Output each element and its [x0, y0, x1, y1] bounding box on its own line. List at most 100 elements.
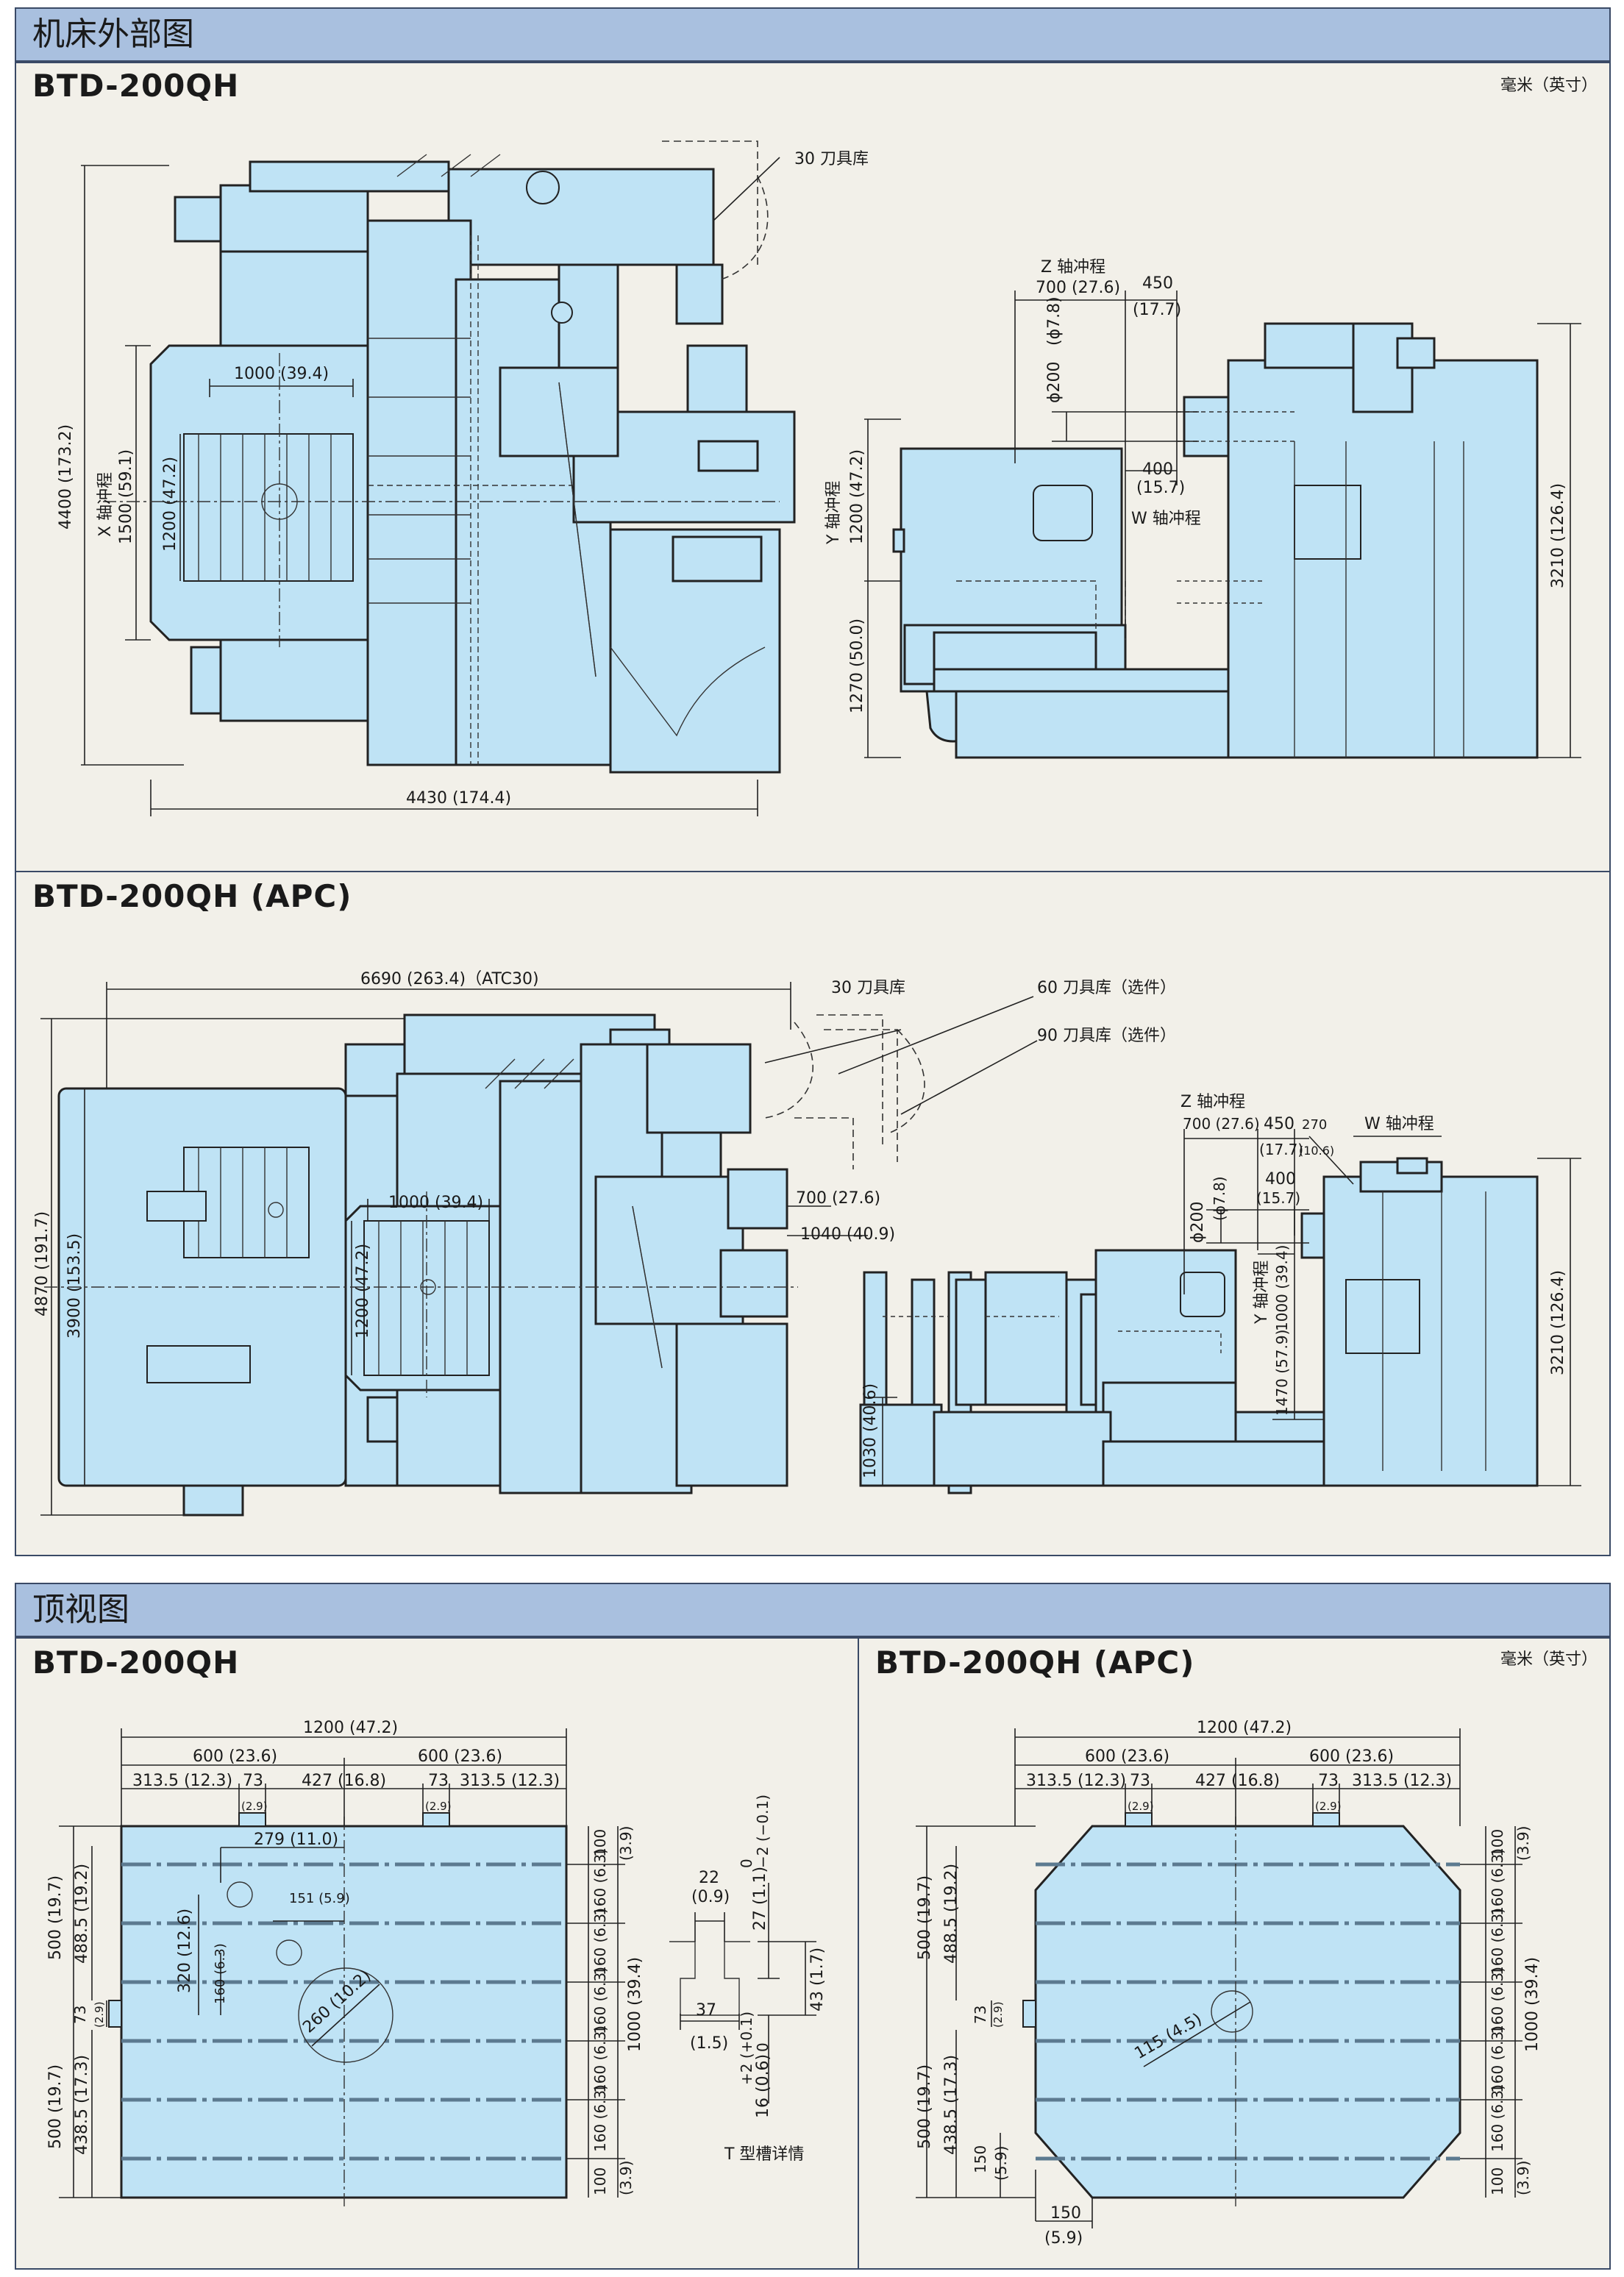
- apc-d450-inch: (17.7): [1259, 1141, 1303, 1158]
- apc-w400-inch: (15.7): [1256, 1189, 1300, 1207]
- top-w427: 427 (16.8): [302, 1772, 386, 1790]
- top-h73: 73: [71, 2006, 89, 2024]
- tslot-w37: 37: [696, 2001, 716, 2020]
- apc-height-inner: 3900 (153.5): [65, 1233, 84, 1339]
- section-title: 顶视图: [32, 1591, 129, 1628]
- apc-w400: 400: [1265, 1170, 1296, 1189]
- x-stroke-label: X 轴冲程: [96, 472, 115, 537]
- x-stroke-value: 1500 (59.1): [117, 449, 135, 544]
- apc-length-total: 6690 (263.4)（ATC30): [360, 970, 539, 988]
- apc-top-b59: (5.9): [1044, 2229, 1083, 2248]
- tslot-tol-bot-a: +2 (+0.1): [738, 2011, 755, 2085]
- apc-front-view-machine: [57, 1013, 925, 1517]
- phi200-inch: (ϕ7.8): [1045, 296, 1064, 346]
- z-stroke-label: Z 轴冲程: [1041, 258, 1105, 277]
- top-r160: 160 (6.3): [591, 1967, 609, 2034]
- d450-label: 450: [1142, 274, 1173, 293]
- apc-top-h500-t: 500 (19.7): [916, 1875, 934, 1960]
- apc-top-r100-t: 100: [1489, 1829, 1506, 1857]
- apc-top-w600-r: 600 (23.6): [1309, 1747, 1394, 1766]
- phi200-label: ϕ200: [1045, 361, 1064, 403]
- top-w73-l: 73: [243, 1772, 263, 1790]
- apc-y-stroke-label: Y 轴冲程: [1253, 1261, 1271, 1325]
- tslot-w22-inch: (0.9): [691, 1888, 730, 1906]
- front-view-dimensions: [81, 157, 780, 816]
- top-h488: 488.5 (19.2): [73, 1864, 91, 1964]
- apc-d1470: 1470 (57.9): [1273, 1330, 1291, 1416]
- apc-atc30: 30 刀具库: [831, 979, 905, 997]
- apc-top-r39-b: (3.9): [1514, 2161, 1532, 2195]
- side-view-machine: [892, 322, 1539, 759]
- top-view-table: [108, 1812, 568, 2206]
- top-view-dimensions: [59, 1728, 625, 2198]
- tslot-w37-inch: (1.5): [690, 2034, 728, 2053]
- top-d151: 151 (5.9): [289, 1891, 350, 1906]
- top-in29-l: (2.9): [241, 1800, 268, 1813]
- apc-top-in29-l: (2.9): [1128, 1800, 1154, 1813]
- model-title-top-apc: BTD-200QH (APC): [875, 1644, 1195, 1681]
- top-d279: 279 (11.0): [254, 1831, 338, 1849]
- top-r160: 160 (6.3): [591, 1908, 609, 1975]
- apc-top-w427: 427 (16.8): [1195, 1772, 1280, 1790]
- unit-note: 毫米（英寸）: [1500, 76, 1598, 95]
- section-header-exterior: 机床外部图: [15, 7, 1611, 62]
- apc-y-stroke-value: 1000 (39.4): [1273, 1245, 1291, 1331]
- tslot-d43: 43 (1.7): [808, 1948, 827, 2011]
- apc-top-w73-l: 73: [1130, 1772, 1150, 1790]
- table-width-label: 1000 (39.4): [234, 365, 329, 383]
- apc-top-h59: (5.9): [992, 2146, 1010, 2181]
- atc-label: 30 刀具库: [794, 150, 869, 168]
- apc-top-w600-l: 600 (23.6): [1085, 1747, 1169, 1766]
- apc-d1040: 1040 (40.9): [800, 1225, 895, 1244]
- table-depth-label: 1200 (47.2): [161, 457, 179, 552]
- apc-table-depth: 1200 (47.2): [354, 1244, 372, 1339]
- top-r100-t: 100: [591, 1829, 609, 1857]
- apc-top-h500-b: 500 (19.7): [916, 2064, 934, 2149]
- apc-table-width: 1000 (39.4): [388, 1194, 483, 1212]
- d450-inch: (17.7): [1133, 301, 1181, 319]
- apc-top-r160: 160 (6.3): [1489, 1967, 1506, 2034]
- unit-note: 毫米（英寸）: [1500, 1650, 1598, 1669]
- apc-top-w313-l: 313.5 (12.3): [1026, 1772, 1126, 1790]
- w400-label: 400: [1142, 460, 1173, 479]
- apc-top-r100-b: 100: [1489, 2167, 1506, 2195]
- apc-top-r160: 160 (6.3): [1489, 2025, 1506, 2093]
- apc-top-r160: 160 (6.3): [1489, 2084, 1506, 2152]
- apc-top-h150: 150: [972, 2145, 989, 2173]
- top-r39-t: (3.9): [617, 1826, 635, 1861]
- apc-side-view-machine: [859, 1157, 1539, 1494]
- apc-top-h73: 73: [972, 2006, 989, 2024]
- top-in29-r: (2.9): [425, 1800, 452, 1813]
- apc-top-w73-r: 73: [1318, 1772, 1339, 1790]
- length-total-label: 4430 (174.4): [406, 789, 511, 808]
- apc-front-view-dimensions: [40, 982, 1038, 1516]
- top-r100-b: 100: [591, 2167, 609, 2195]
- top-w313-r: 313.5 (12.3): [460, 1772, 560, 1790]
- z-stroke-value: 700 (27.6): [1036, 279, 1120, 297]
- apc-top-r160: 160 (6.3): [1489, 1908, 1506, 1975]
- apc-w-stroke-label: W 轴冲程: [1364, 1115, 1434, 1133]
- top-h29: (2.9): [93, 2001, 106, 2028]
- y-stroke-value: 1200 (47.2): [848, 449, 866, 544]
- tslot-tol-top-b: −2 (−0.1): [754, 1795, 772, 1868]
- front-view-machine: [149, 140, 796, 774]
- apc-d450: 450: [1264, 1115, 1294, 1133]
- top-r160: 160 (6.3): [591, 2084, 609, 2152]
- side-view-dimensions: [864, 291, 1581, 758]
- apc-d270-inch: (10.6): [1299, 1144, 1334, 1158]
- top-d320: 320 (12.6): [176, 1909, 194, 1993]
- model-title: BTD-200QH: [32, 68, 240, 104]
- top-view-apc-dimensions: [916, 1728, 1522, 2228]
- top-w1200: 1200 (47.2): [303, 1719, 398, 1737]
- height-total-label: 4400 (173.2): [57, 424, 75, 530]
- apc-top-h29: (2.9): [991, 2001, 1005, 2028]
- apc-top-r160: 160 (6.3): [1489, 1848, 1506, 1916]
- apc-atc90: 90 刀具库（选件）: [1037, 1027, 1176, 1045]
- top-w313-l: 313.5 (12.3): [132, 1772, 232, 1790]
- top-r1000: 1000 (39.4): [626, 1957, 644, 2052]
- tslot-d27: 27 (1.1): [751, 1867, 769, 1931]
- model-title-top: BTD-200QH: [32, 1644, 240, 1681]
- model-title-apc: BTD-200QH (APC): [32, 878, 352, 914]
- section-header-top-view: 顶视图: [15, 1583, 1611, 1637]
- apc-total-height: 3210 (126.4): [1549, 1270, 1567, 1375]
